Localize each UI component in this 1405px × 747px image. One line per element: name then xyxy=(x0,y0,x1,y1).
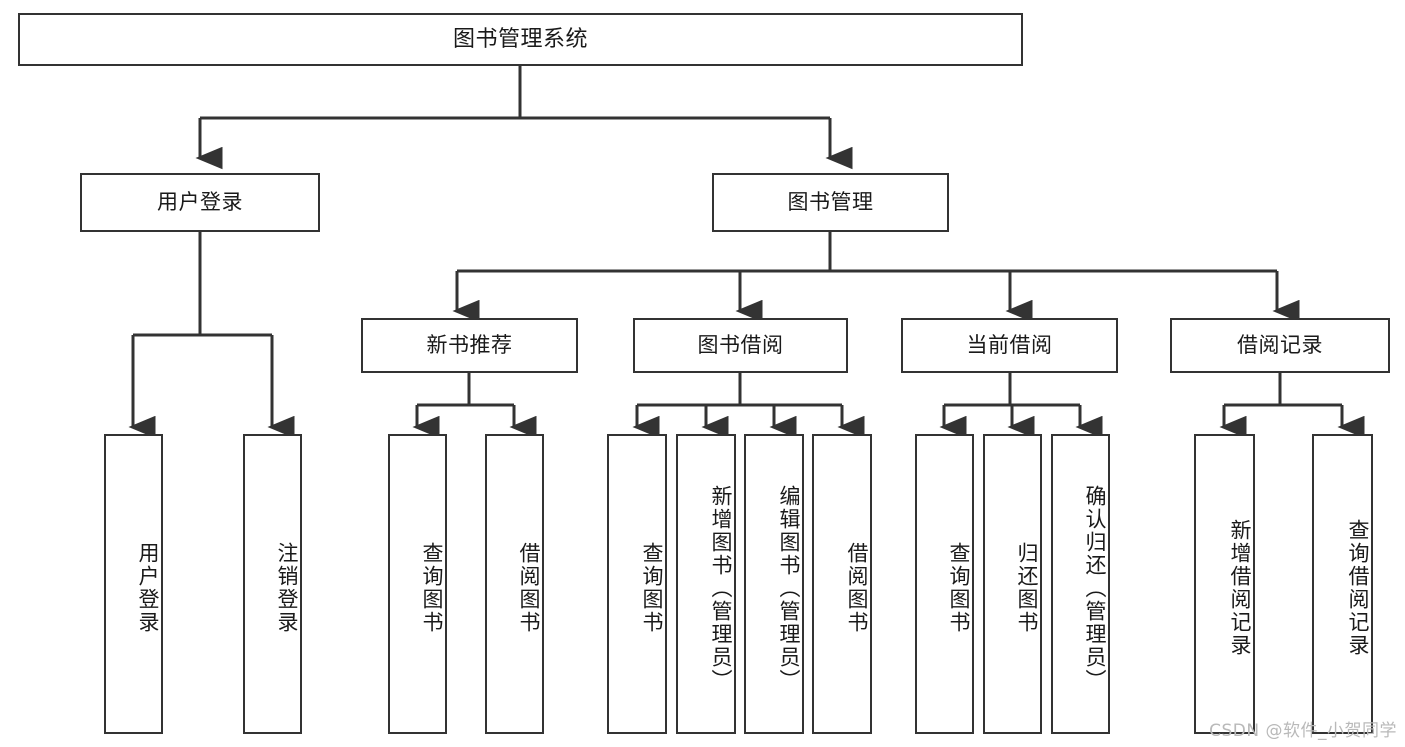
node-label: 注销登录 xyxy=(275,542,299,634)
node-current-borrow[interactable]: 当前借阅 xyxy=(901,318,1118,373)
leaf-query-book-recommend[interactable]: 查询图书 xyxy=(388,434,447,734)
node-label: 查询图书 xyxy=(640,542,664,634)
leaf-borrow-book-recommend[interactable]: 借阅图书 xyxy=(485,434,544,734)
node-label: 新增借阅记录 xyxy=(1228,519,1252,657)
leaf-logout[interactable]: 注销登录 xyxy=(243,434,302,734)
node-label: 借阅图书 xyxy=(845,542,869,634)
node-label: 用户登录 xyxy=(136,542,160,634)
watermark: CSDN @软件_小贺同学 xyxy=(1209,721,1397,741)
leaf-query-borrow-record[interactable]: 查询借阅记录 xyxy=(1312,434,1373,734)
leaf-confirm-return-admin[interactable]: 确认归还（管理员） xyxy=(1051,434,1110,734)
leaf-borrow-book[interactable]: 借阅图书 xyxy=(812,434,872,734)
node-label: 查询借阅记录 xyxy=(1346,519,1370,657)
node-new-book-recommend[interactable]: 新书推荐 xyxy=(361,318,578,373)
leaf-query-book-borrow[interactable]: 查询图书 xyxy=(607,434,667,734)
node-label: 图书借阅 xyxy=(697,333,784,358)
node-label: 图书管理 xyxy=(787,190,874,215)
node-label: 借阅图书 xyxy=(517,542,541,634)
leaf-return-book[interactable]: 归还图书 xyxy=(983,434,1042,734)
node-borrow-record[interactable]: 借阅记录 xyxy=(1170,318,1390,373)
node-label: 借阅记录 xyxy=(1237,333,1323,358)
node-label: 图书管理系统 xyxy=(452,26,588,52)
node-label: 新书推荐 xyxy=(426,333,513,358)
leaf-user-login[interactable]: 用户登录 xyxy=(104,434,163,734)
node-label: 新增图书（管理员） xyxy=(709,484,733,692)
node-label: 编辑图书（管理员） xyxy=(777,484,801,692)
node-label: 归还图书 xyxy=(1015,542,1039,634)
node-label: 查询图书 xyxy=(420,542,444,634)
leaf-add-book-admin[interactable]: 新增图书（管理员） xyxy=(676,434,736,734)
node-label: 确认归还（管理员） xyxy=(1083,484,1107,692)
leaf-query-book-current[interactable]: 查询图书 xyxy=(915,434,974,734)
node-root-system[interactable]: 图书管理系统 xyxy=(18,13,1023,66)
node-user-login[interactable]: 用户登录 xyxy=(80,173,320,232)
node-book-borrow[interactable]: 图书借阅 xyxy=(633,318,848,373)
node-label: 用户登录 xyxy=(157,190,243,215)
leaf-edit-book-admin[interactable]: 编辑图书（管理员） xyxy=(744,434,804,734)
node-label: 查询图书 xyxy=(947,542,971,634)
node-book-management[interactable]: 图书管理 xyxy=(712,173,949,232)
node-label: 当前借阅 xyxy=(966,333,1053,358)
leaf-add-borrow-record[interactable]: 新增借阅记录 xyxy=(1194,434,1255,734)
